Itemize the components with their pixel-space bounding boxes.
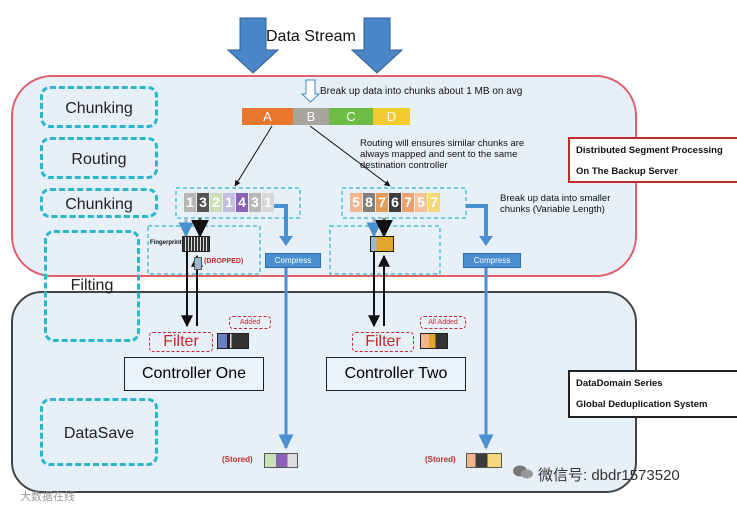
left-filter-box: Filter bbox=[149, 332, 213, 352]
route-arrow-left bbox=[234, 125, 273, 187]
right-digit: 7 bbox=[402, 193, 414, 212]
chunk-bar: A B C D bbox=[242, 108, 410, 125]
info-processing-line1: Distributed Segment Processing bbox=[576, 145, 723, 156]
watermark-right: 微信号: dbdr1573520 bbox=[538, 467, 680, 484]
left-digit: 1 bbox=[223, 193, 235, 212]
left-digit: 2 bbox=[210, 193, 222, 212]
right-digit: 7 bbox=[376, 193, 388, 212]
right-compress-connector bbox=[466, 204, 488, 240]
smaller-chunks-note: Break up data into smaller chunks (Varia… bbox=[500, 193, 611, 215]
all-added-pill: All Added bbox=[420, 316, 466, 329]
left-stored-strip bbox=[264, 453, 298, 468]
right-stored-label: (Stored) bbox=[425, 455, 456, 464]
right-compress-box: Compress bbox=[463, 253, 521, 268]
stage-filting: Filting bbox=[44, 230, 140, 342]
controller-two-box: Controller Two bbox=[326, 357, 466, 391]
left-digit: 3 bbox=[249, 193, 261, 212]
chunk-c: C bbox=[329, 108, 373, 125]
left-digit: 4 bbox=[236, 193, 248, 212]
left-digit: 3 bbox=[197, 193, 209, 212]
data-stream-label: Data Stream bbox=[266, 28, 356, 45]
right-compress-connector-head bbox=[479, 236, 493, 246]
chunk-a: A bbox=[242, 108, 293, 125]
stage-routing: Routing bbox=[40, 137, 158, 179]
stage-datasave: DataSave bbox=[40, 398, 158, 466]
controller-one-box: Controller One bbox=[124, 357, 264, 391]
dropped-chunk bbox=[194, 257, 202, 270]
left-digit: 1 bbox=[184, 193, 196, 212]
info-box-processing: Distributed Segment Processing On The Ba… bbox=[568, 137, 737, 183]
left-compress-box: Compress bbox=[265, 253, 321, 268]
info-processing-line2: On The Backup Server bbox=[576, 166, 678, 177]
fingerprint-label: Fingerprint bbox=[150, 240, 182, 246]
left-digits: 1 3 2 1 4 3 1 bbox=[184, 193, 284, 212]
watermark-left: 大数据在线 bbox=[20, 491, 75, 503]
right-filter-box: Filter bbox=[352, 332, 414, 352]
left-digit: 1 bbox=[262, 193, 274, 212]
info-datadomain-line1: DataDomain Series bbox=[576, 378, 663, 389]
left-compress-connector-head bbox=[279, 236, 293, 246]
chunk-b: B bbox=[293, 108, 329, 125]
wechat-icon bbox=[512, 464, 534, 480]
data-stream-arrow-right bbox=[350, 17, 404, 74]
right-digit: 6 bbox=[389, 193, 401, 212]
route-arrow-right bbox=[309, 125, 391, 187]
stage-chunking-1: Chunking bbox=[40, 86, 158, 128]
stage-chunking-2: Chunking bbox=[40, 188, 158, 218]
added-pill: Added bbox=[229, 316, 271, 329]
right-fingerprint-strip bbox=[370, 236, 394, 252]
top-note: Break up data into chunks about 1 MB on … bbox=[320, 86, 523, 97]
left-added-strip bbox=[217, 333, 249, 349]
right-digit: 7 bbox=[428, 193, 440, 212]
left-fingerprint-strip bbox=[182, 236, 210, 252]
data-stream-arrow-left bbox=[226, 17, 280, 74]
break-up-hollow-arrow bbox=[300, 79, 321, 103]
right-added-strip bbox=[420, 333, 448, 349]
chunk-d: D bbox=[373, 108, 410, 125]
left-stored-label: (Stored) bbox=[222, 455, 253, 464]
routing-note: Routing will ensures similar chunks are … bbox=[360, 138, 525, 171]
right-digit: 5 bbox=[415, 193, 427, 212]
right-digits: 5 8 7 6 7 5 7 bbox=[350, 193, 450, 212]
right-digit: 8 bbox=[363, 193, 375, 212]
right-digit: 5 bbox=[350, 193, 362, 212]
dropped-label: (DROPPED) bbox=[204, 258, 244, 265]
right-stored-strip bbox=[466, 453, 502, 468]
info-box-datadomain: DataDomain Series Global Deduplication S… bbox=[568, 370, 737, 418]
info-datadomain-line2: Global Deduplication System bbox=[576, 399, 708, 410]
